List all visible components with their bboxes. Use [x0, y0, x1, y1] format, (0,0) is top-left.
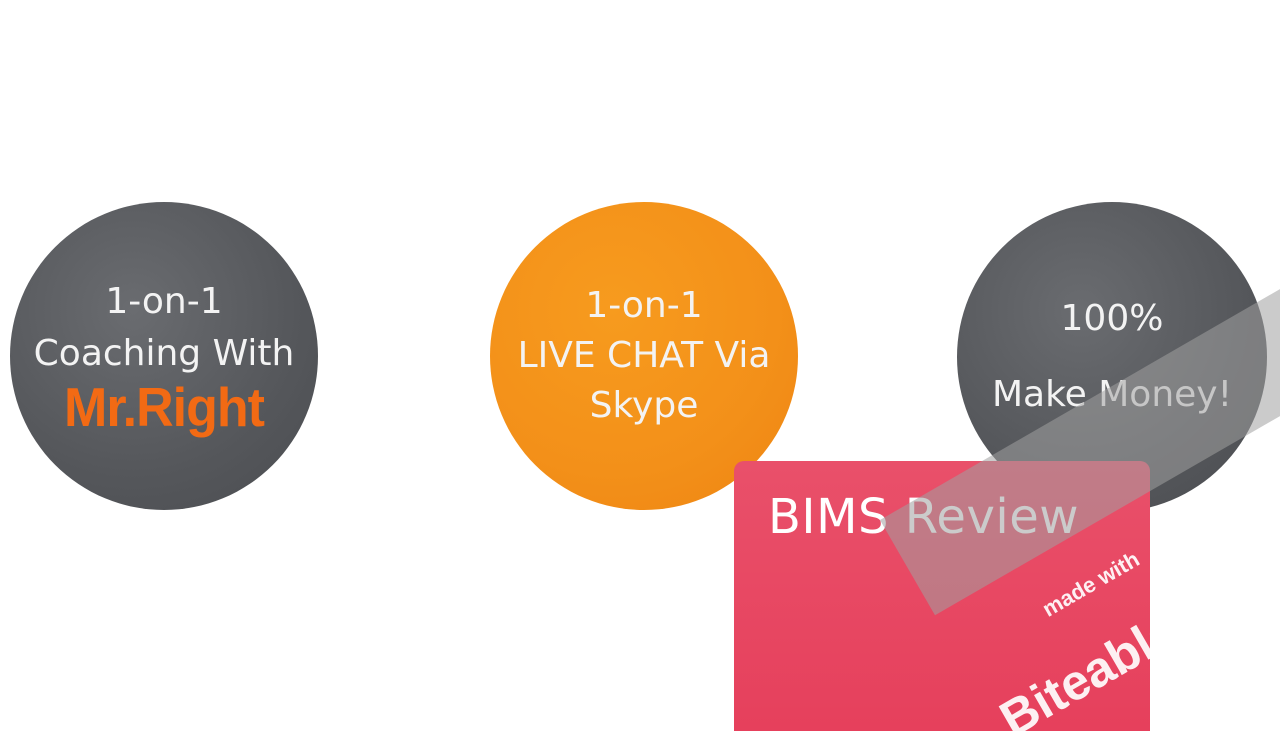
live-chat-circle: 1-on-1 LIVE CHAT Via Skype [490, 202, 798, 510]
circle-line: 1-on-1 [105, 281, 223, 322]
circle-line: 100% [1060, 298, 1164, 339]
circle-line: LIVE CHAT Via [517, 335, 771, 376]
circle-line: 1-on-1 [585, 285, 703, 326]
mr-right-logo: Mr.Right [64, 377, 265, 439]
circle-line: Coaching With [33, 333, 295, 374]
coaching-circle: 1-on-1 Coaching With Mr.Right [10, 202, 318, 510]
circle-line: Skype [589, 385, 699, 426]
